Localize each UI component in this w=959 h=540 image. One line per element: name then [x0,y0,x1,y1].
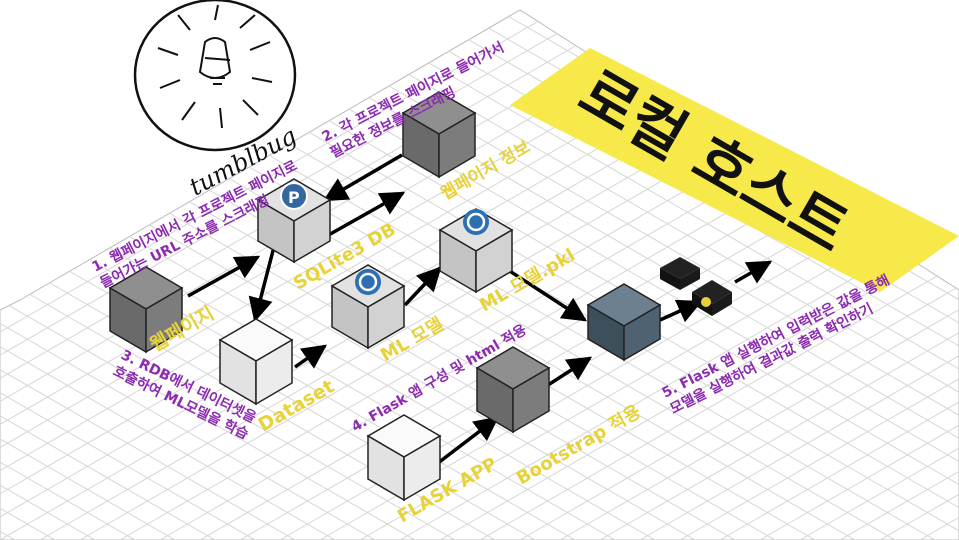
cube-dataset [218,318,294,406]
svg-text:P: P [288,188,300,207]
cube-flask-server [586,283,662,362]
cube-webpage [108,266,184,354]
cube-flask-app [366,414,442,502]
ml-database-icon [355,269,381,295]
cube-bootstrap [475,346,551,434]
banner-background [510,48,959,292]
lightbulb-icon [133,0,297,152]
server-settings-icon [660,257,732,316]
cube-ml-pkl [438,208,514,294]
postgres-elephant-icon [280,182,308,210]
flow-arrows [187,153,773,465]
cube-ml-model [330,264,406,350]
cube-page-info [401,91,477,179]
cube-sqlite-db: P [256,178,332,264]
ml-database-icon [463,209,489,235]
